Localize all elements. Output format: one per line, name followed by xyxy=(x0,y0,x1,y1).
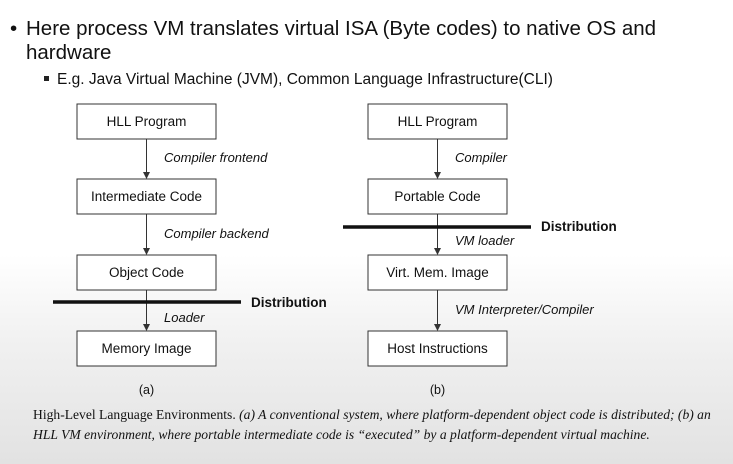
caption-body: (a) A conventional system, where platfor… xyxy=(33,407,711,442)
bullet-dot: • xyxy=(10,17,18,40)
arrowhead-b-3 xyxy=(434,324,441,331)
box-b-virt-mem-image xyxy=(367,254,508,291)
step-b-vm-interpreter-compiler: VM Interpreter/Compiler xyxy=(455,302,594,317)
box-a-memory-image-label: Memory Image xyxy=(101,341,191,356)
box-a-memory-image xyxy=(76,330,217,367)
box-a-hll-program-label: HLL Program xyxy=(107,114,187,129)
box-b-virt-mem-image-label: Virt. Mem. Image xyxy=(386,265,489,280)
box-b-host-instructions xyxy=(367,330,508,367)
step-b-compiler: Compiler xyxy=(455,150,508,165)
distribution-label-a: Distribution xyxy=(251,295,327,310)
sub-bullet: E.g. Java Virtual Machine (JVM), Common … xyxy=(44,71,553,89)
caption-lead: High-Level Language Environments. xyxy=(33,407,236,422)
arrowhead-b-1 xyxy=(434,172,441,179)
diagram-b: HLL Program Portable Code Virt. Mem. Ima… xyxy=(343,103,617,397)
box-b-portable-code xyxy=(367,178,508,215)
figure-caption: High-Level Language Environments. (a) A … xyxy=(33,405,713,445)
box-a-hll-program xyxy=(76,103,217,140)
arrowhead-a-1 xyxy=(143,172,150,179)
arrowhead-b-2 xyxy=(434,248,441,255)
arrowhead-a-3 xyxy=(143,324,150,331)
step-b-vm-loader: VM loader xyxy=(455,233,515,248)
step-a-compiler-frontend: Compiler frontend xyxy=(164,150,268,165)
step-a-compiler-backend: Compiler backend xyxy=(164,226,270,241)
label-a: (a) xyxy=(139,383,154,397)
box-b-hll-program-label: HLL Program xyxy=(398,114,478,129)
box-b-portable-code-label: Portable Code xyxy=(394,189,480,204)
distribution-label-b: Distribution xyxy=(541,219,617,234)
box-a-object-code-label: Object Code xyxy=(109,265,184,280)
arrowhead-a-2 xyxy=(143,248,150,255)
main-bullet-text: Here process VM translates virtual ISA (… xyxy=(26,17,657,64)
label-b: (b) xyxy=(430,383,445,397)
diagram-a: HLL Program Intermediate Code Object Cod… xyxy=(53,103,327,397)
square-bullet-icon xyxy=(44,76,49,81)
step-a-loader: Loader xyxy=(164,310,205,325)
box-a-intermediate-code-label: Intermediate Code xyxy=(91,189,202,204)
sub-bullet-text: E.g. Java Virtual Machine (JVM), Common … xyxy=(57,71,553,88)
box-a-object-code xyxy=(76,254,217,291)
box-b-host-instructions-label: Host Instructions xyxy=(387,341,488,356)
box-b-hll-program xyxy=(367,103,508,140)
main-bullet: • Here process VM translates virtual ISA… xyxy=(10,17,710,65)
